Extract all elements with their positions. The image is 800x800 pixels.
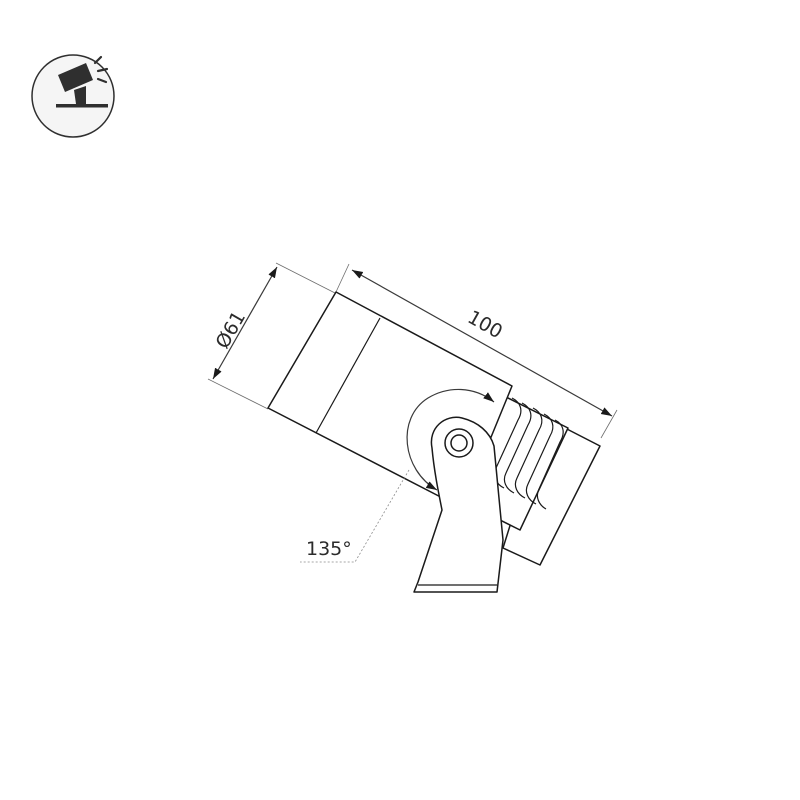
rotation-angle: 135° [300,388,495,563]
lamp-body [267,291,601,566]
angle-label: 135° [306,538,352,560]
spotlight-mount-icon [31,54,115,138]
diameter-label: Ø61 [211,308,250,353]
length-label: 100 [464,306,506,343]
